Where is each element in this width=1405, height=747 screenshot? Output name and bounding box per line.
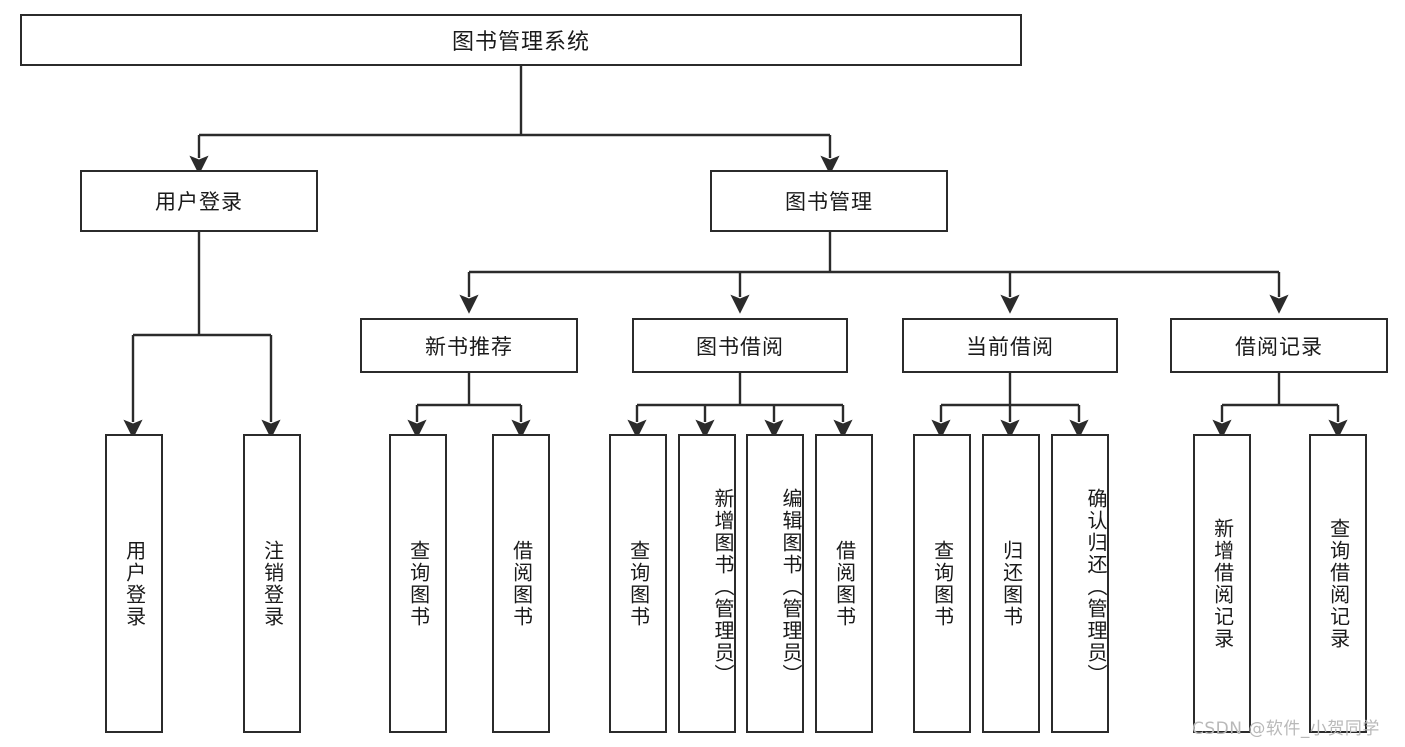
leaf-borrow-edit-book-admin[interactable]: 编辑图书（管理员） — [746, 434, 804, 733]
node-book-borrow[interactable]: 图书借阅 — [632, 318, 848, 373]
leaf-records-query-record[interactable]: 查询借阅记录 — [1309, 434, 1367, 733]
leaf-borrow-add-book-admin[interactable]: 新增图书（管理员） — [678, 434, 736, 733]
leaf-recommend-query-book[interactable]: 查询图书 — [389, 434, 447, 733]
node-label: 用户登录 — [155, 190, 243, 214]
node-label: 图书管理系统 — [451, 30, 590, 55]
csdn-watermark: CSDN @软件_小贺同学 — [1192, 719, 1380, 739]
node-label: 图书借阅 — [696, 334, 784, 359]
leaf-label: 查询借阅记录 — [1326, 517, 1351, 650]
leaf-label: 编辑图书（管理员） — [779, 487, 803, 686]
leaf-current-confirm-return-admin[interactable]: 确认归还（管理员） — [1051, 434, 1109, 733]
leaf-borrow-borrow-book[interactable]: 借阅图书 — [815, 434, 873, 733]
node-root-system[interactable]: 图书管理系统 — [20, 14, 1022, 66]
leaf-label: 新增图书（管理员） — [711, 487, 735, 686]
leaf-label: 借阅图书 — [509, 539, 534, 628]
node-label: 借阅记录 — [1235, 334, 1323, 359]
leaf-label: 确认归还（管理员） — [1084, 487, 1108, 686]
leaf-recommend-borrow-book[interactable]: 借阅图书 — [492, 434, 550, 733]
node-label: 新书推荐 — [425, 334, 513, 359]
leaf-current-return-book[interactable]: 归还图书 — [982, 434, 1040, 733]
leaf-label: 查询图书 — [406, 539, 431, 628]
leaf-borrow-query-book[interactable]: 查询图书 — [609, 434, 667, 733]
node-borrow-records[interactable]: 借阅记录 — [1170, 318, 1388, 373]
leaf-user-login-logout[interactable]: 注销登录 — [243, 434, 301, 733]
leaf-label: 注销登录 — [260, 539, 285, 628]
leaf-current-query-book[interactable]: 查询图书 — [913, 434, 971, 733]
leaf-user-login-login[interactable]: 用户登录 — [105, 434, 163, 733]
node-label: 当前借阅 — [966, 334, 1054, 359]
leaf-label: 新增借阅记录 — [1210, 517, 1235, 650]
leaf-label: 查询图书 — [626, 539, 651, 628]
node-book-management[interactable]: 图书管理 — [710, 170, 948, 232]
leaf-label: 用户登录 — [122, 539, 147, 628]
node-new-book-recommend[interactable]: 新书推荐 — [360, 318, 578, 373]
node-user-login[interactable]: 用户登录 — [80, 170, 318, 232]
leaf-label: 归还图书 — [999, 539, 1024, 628]
leaf-label: 查询图书 — [930, 539, 955, 628]
node-current-borrow[interactable]: 当前借阅 — [902, 318, 1118, 373]
node-label: 图书管理 — [785, 190, 873, 214]
leaf-label: 借阅图书 — [832, 539, 857, 628]
leaf-records-add-record[interactable]: 新增借阅记录 — [1193, 434, 1251, 733]
